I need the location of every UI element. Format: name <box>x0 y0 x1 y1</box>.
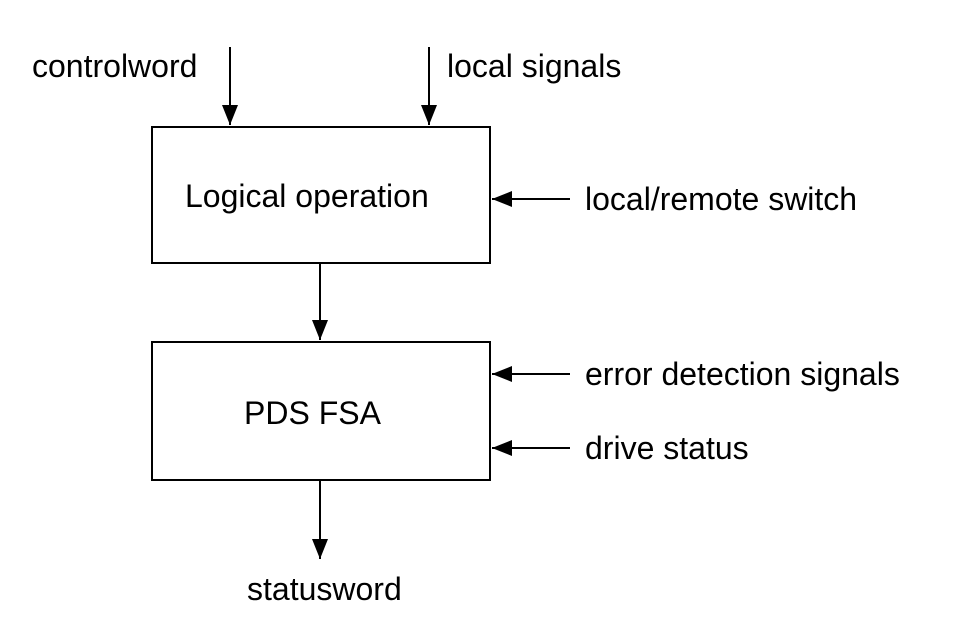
local-signals-label: local signals <box>447 48 622 84</box>
local-remote-switch-label: local/remote switch <box>585 181 858 217</box>
error-detection-signals-label: error detection signals <box>585 356 900 392</box>
pds-fsa-label: PDS FSA <box>244 395 381 431</box>
statusword-label: statusword <box>247 571 402 607</box>
controlword-label: controlword <box>32 48 198 84</box>
drive-status-label: drive status <box>585 430 749 466</box>
logical-operation-label: Logical operation <box>185 178 429 214</box>
pds-fsa-block <box>151 341 491 481</box>
logical-operation-block <box>151 126 491 264</box>
